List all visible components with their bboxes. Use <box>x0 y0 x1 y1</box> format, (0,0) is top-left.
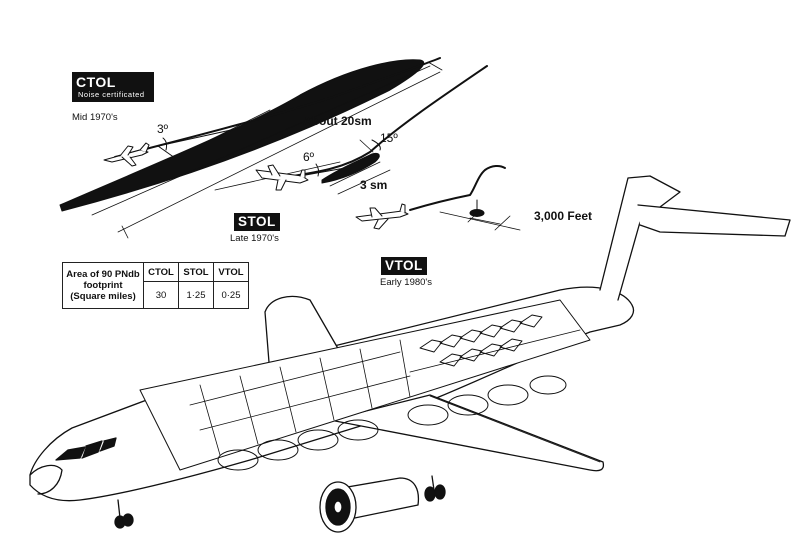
aircraft-cutaway <box>29 175 791 533</box>
footprint-col-stol: STOL <box>178 262 214 282</box>
vtol-aircraft-silhouette <box>355 203 409 230</box>
ctol-approach-angle: 3º <box>157 122 169 136</box>
stol-date: Late 1970's <box>230 233 279 244</box>
stol-steep-angle: 15º <box>380 131 398 145</box>
ctol-date: Mid 1970's <box>72 112 118 123</box>
footprint-value-ctol: 30 <box>143 281 179 309</box>
footprint-col-vtol: VTOL <box>213 262 249 282</box>
footprint-value-vtol: 0·25 <box>213 281 249 309</box>
vtol-approach-profile <box>409 164 521 231</box>
stol-label-box: STOL <box>234 213 280 231</box>
vtol-date: Early 1980's <box>380 277 432 288</box>
stol-footprint-length: 3 sm <box>360 178 388 192</box>
stol-approach-profile <box>214 65 488 195</box>
footprint-row-header: Area of 90 PNdb footprint (Square miles) <box>62 262 144 309</box>
ctol-aircraft-silhouette <box>103 142 150 167</box>
stol-approach-angle: 6º <box>303 150 315 164</box>
landing-gear <box>114 475 446 529</box>
footprint-value-stol: 1·25 <box>178 281 214 309</box>
stol-aircraft-silhouette <box>255 164 309 191</box>
footprint-col-ctol: CTOL <box>143 262 179 282</box>
lift-fan-bank <box>217 375 567 471</box>
footprint-table: Area of 90 PNdb footprint (Square miles)… <box>62 262 249 309</box>
vtol-label-box: VTOL <box>381 257 427 275</box>
footprint-table-value-row: 30 1·25 0·25 <box>63 281 249 309</box>
ctol-approach-profile <box>59 57 443 239</box>
ctol-footprint-length: About 20sm <box>303 114 372 128</box>
engine-pod <box>319 477 420 533</box>
ctol-certification: Noise certificated <box>78 90 145 99</box>
ctol-label-box: CTOL Noise certificated <box>72 72 154 102</box>
vtol-footprint-length: 3,000 Feet <box>534 209 593 223</box>
footprint-table-header-row: Area of 90 PNdb footprint (Square miles)… <box>62 262 249 309</box>
ctol-code: CTOL <box>76 74 116 90</box>
